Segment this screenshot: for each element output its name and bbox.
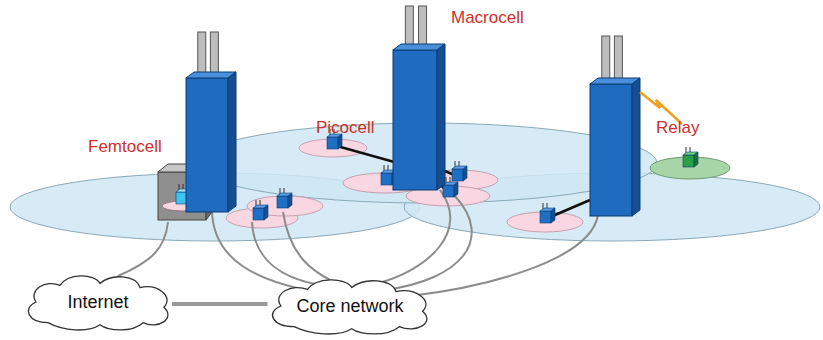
tower-side	[632, 78, 640, 216]
cube-side	[463, 166, 467, 181]
cube-side	[694, 152, 698, 167]
cube-side	[454, 182, 458, 197]
cube-front	[443, 185, 454, 197]
cloud-network: Internet	[18, 271, 178, 333]
cube-side	[551, 208, 555, 223]
cube-front	[452, 169, 463, 181]
antenna-panel	[198, 32, 206, 74]
cloud-shape	[273, 280, 427, 334]
backhaul-wire	[118, 222, 168, 276]
cube-front	[381, 173, 392, 185]
tower-side	[228, 72, 236, 212]
cube-front	[540, 211, 551, 223]
tower-top	[393, 44, 445, 50]
cell-type-label: Femtocell	[88, 137, 162, 157]
backhaul-wire	[283, 212, 330, 280]
cube-front	[176, 192, 187, 204]
antenna-panel	[210, 32, 218, 74]
cell-type-label: Macrocell	[451, 8, 524, 28]
backhaul-wire	[252, 222, 315, 284]
picocell-area	[507, 212, 583, 232]
cloud-label: Core network	[296, 296, 403, 317]
tower-front	[186, 78, 228, 212]
tower-front	[590, 84, 632, 216]
relay-node	[683, 147, 698, 167]
macro-base-station	[393, 6, 445, 190]
cloud-label: Internet	[67, 292, 128, 313]
cube-front	[327, 137, 338, 149]
cloud-shape	[28, 276, 168, 330]
macro-base-station	[590, 36, 640, 216]
antenna-panel	[614, 36, 622, 80]
pico-base-station	[253, 200, 268, 220]
pico-base-station	[540, 203, 555, 223]
tower-side	[437, 44, 445, 190]
cloud-network: Core network	[261, 275, 438, 337]
macro-base-station	[186, 32, 236, 212]
antenna-panel	[419, 6, 427, 46]
cube-side	[264, 205, 268, 220]
antenna-panel	[602, 36, 610, 80]
cell-type-label: Relay	[656, 118, 699, 138]
cube-front	[683, 155, 694, 167]
cell-type-label: Picocell	[316, 118, 375, 138]
backhaul-wire	[375, 190, 450, 284]
cube-front	[277, 196, 288, 208]
pico-base-station	[452, 161, 467, 181]
pico-base-station	[277, 188, 292, 208]
network-link	[172, 302, 267, 306]
backhaul-wire	[410, 215, 598, 296]
antenna-panel	[405, 6, 413, 46]
tower-front	[393, 50, 437, 190]
cube-front	[253, 208, 264, 220]
backhaul-wire	[212, 212, 305, 290]
backhaul-wire	[385, 196, 472, 290]
cube-side	[288, 193, 292, 208]
